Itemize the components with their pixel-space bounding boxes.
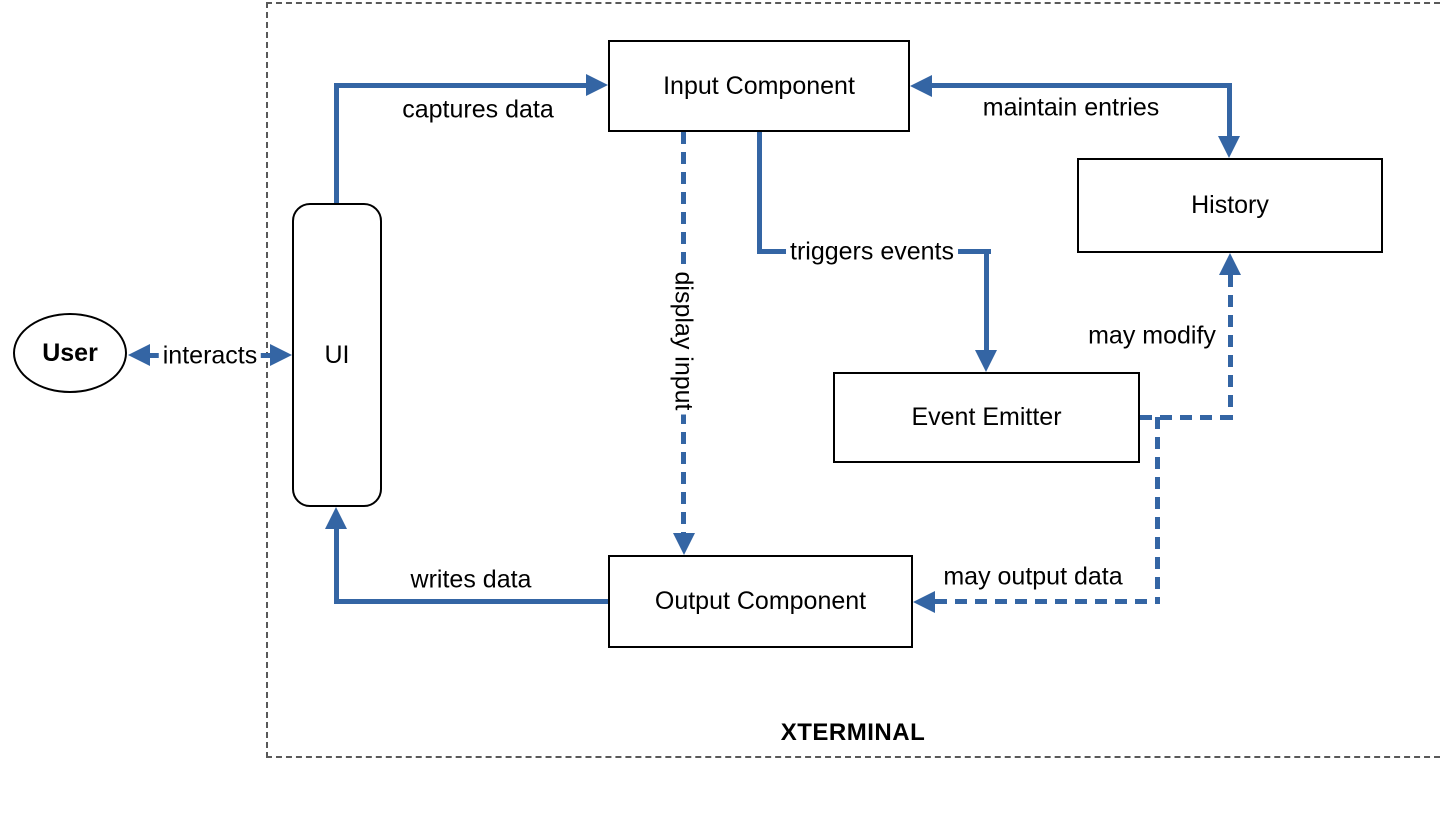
edge-dashed-segment: [1140, 415, 1232, 420]
edge-line-segment: [1227, 83, 1232, 136]
edge-label-interacts: interacts: [158, 341, 262, 371]
arrowhead-left: [910, 75, 932, 97]
edge-label-captures-data: captures data: [402, 95, 554, 124]
node-event-emitter: Event Emitter: [833, 372, 1140, 463]
arrowhead-down: [673, 533, 695, 555]
arrowhead-left: [128, 344, 150, 366]
edge-line-segment: [334, 83, 586, 88]
arrowhead-right: [586, 74, 608, 96]
node-user: User: [13, 313, 127, 393]
edge-label-maintain-entries: maintain entries: [982, 93, 1160, 122]
edge-label-may-output-data: may output data: [943, 562, 1123, 591]
edge-line-segment: [334, 599, 610, 604]
node-event-emitter-label: Event Emitter: [911, 403, 1062, 431]
xterminal-container-boundary: [266, 2, 1440, 758]
edge-dashed-segment: [1228, 275, 1233, 420]
edge-line-segment: [984, 249, 989, 350]
node-history-label: History: [1191, 191, 1269, 219]
arrowhead-down: [1218, 136, 1240, 158]
arrowhead-left: [913, 591, 935, 613]
node-history: History: [1077, 158, 1383, 253]
edge-line-segment: [334, 527, 339, 604]
node-output-component: Output Component: [608, 555, 913, 648]
edge-dashed-segment: [935, 599, 1157, 604]
arrowhead-up: [1219, 253, 1241, 275]
node-input-component: Input Component: [608, 40, 910, 132]
edge-line-segment: [334, 83, 339, 205]
arrowhead-right: [270, 344, 292, 366]
edge-line-segment: [930, 83, 1232, 88]
node-user-label: User: [42, 338, 98, 367]
edge-label-display-input: display input: [668, 267, 698, 415]
arrowhead-down: [975, 350, 997, 372]
arrowhead-up: [325, 507, 347, 529]
edge-label-triggers-events: triggers events: [786, 237, 958, 267]
edge-dashed-segment: [1155, 417, 1160, 604]
edge-label-may-modify: may modify: [1088, 321, 1216, 350]
node-input-component-label: Input Component: [663, 71, 855, 100]
node-ui: UI: [292, 203, 382, 507]
edge-label-writes-data: writes data: [410, 565, 532, 594]
xterminal-container-title: XTERMINAL: [780, 719, 926, 746]
edge-line-segment: [757, 132, 762, 254]
node-output-component-label: Output Component: [654, 587, 867, 615]
node-ui-label: UI: [324, 340, 350, 369]
